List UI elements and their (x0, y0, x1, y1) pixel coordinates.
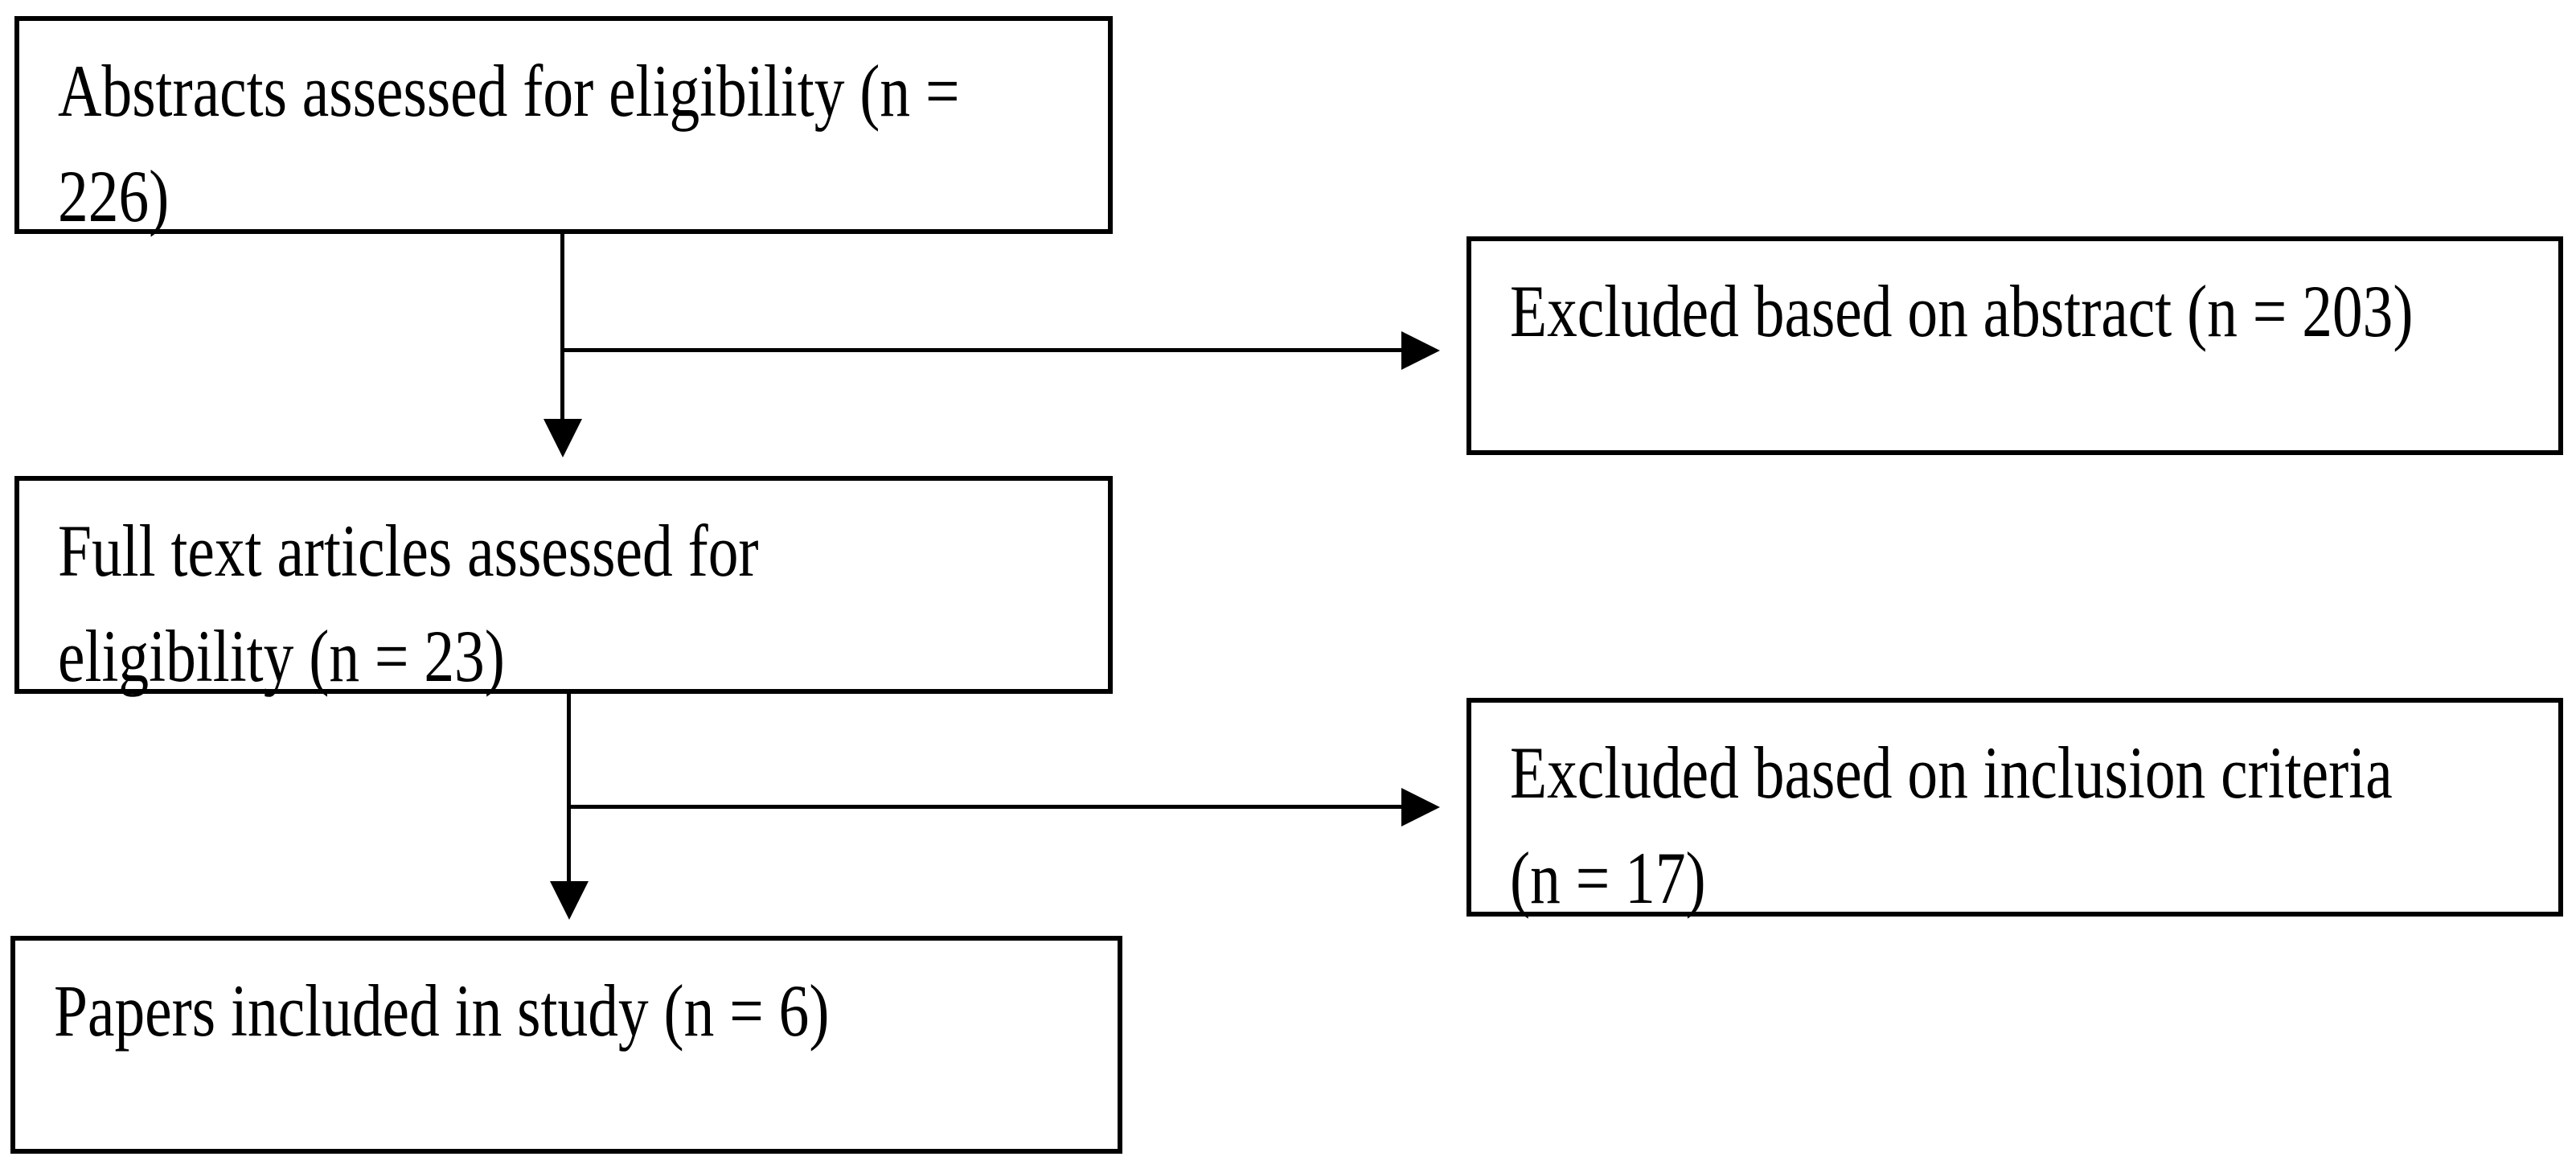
box-papers-included-label: Papers included in study (n = 6) (54, 970, 830, 1052)
box-excluded-abstract: Excluded based on abstract (n = 203) (1466, 236, 2563, 455)
connector-abstracts-to-fulltext-line (560, 234, 564, 421)
box-abstracts-assessed: Abstracts assessed for eligibility (n = … (14, 16, 1113, 237)
connector-fulltext-to-excluded-line (567, 805, 1402, 809)
box-full-text-assessed: Full text articles assessed for eligibil… (14, 476, 1113, 697)
box-full-text-assessed-label: Full text articles assessed for eligibil… (58, 510, 759, 697)
box-excluded-criteria-label: Excluded based on inclusion criteria (n … (1510, 732, 2393, 919)
arrow-down-icon (550, 881, 589, 920)
box-papers-included: Papers included in study (n = 6) (10, 936, 1122, 1154)
connector-fulltext-to-included-line (567, 694, 571, 882)
arrow-right-icon (1401, 788, 1440, 826)
connector-abstracts-to-excluded-line (560, 348, 1402, 352)
box-abstracts-assessed-label: Abstracts assessed for eligibility (n = … (58, 50, 960, 237)
arrow-down-icon (544, 419, 582, 457)
arrow-right-icon (1401, 331, 1440, 370)
box-excluded-abstract-label: Excluded based on abstract (n = 203) (1510, 270, 2414, 352)
box-excluded-criteria: Excluded based on inclusion criteria (n … (1466, 698, 2563, 919)
